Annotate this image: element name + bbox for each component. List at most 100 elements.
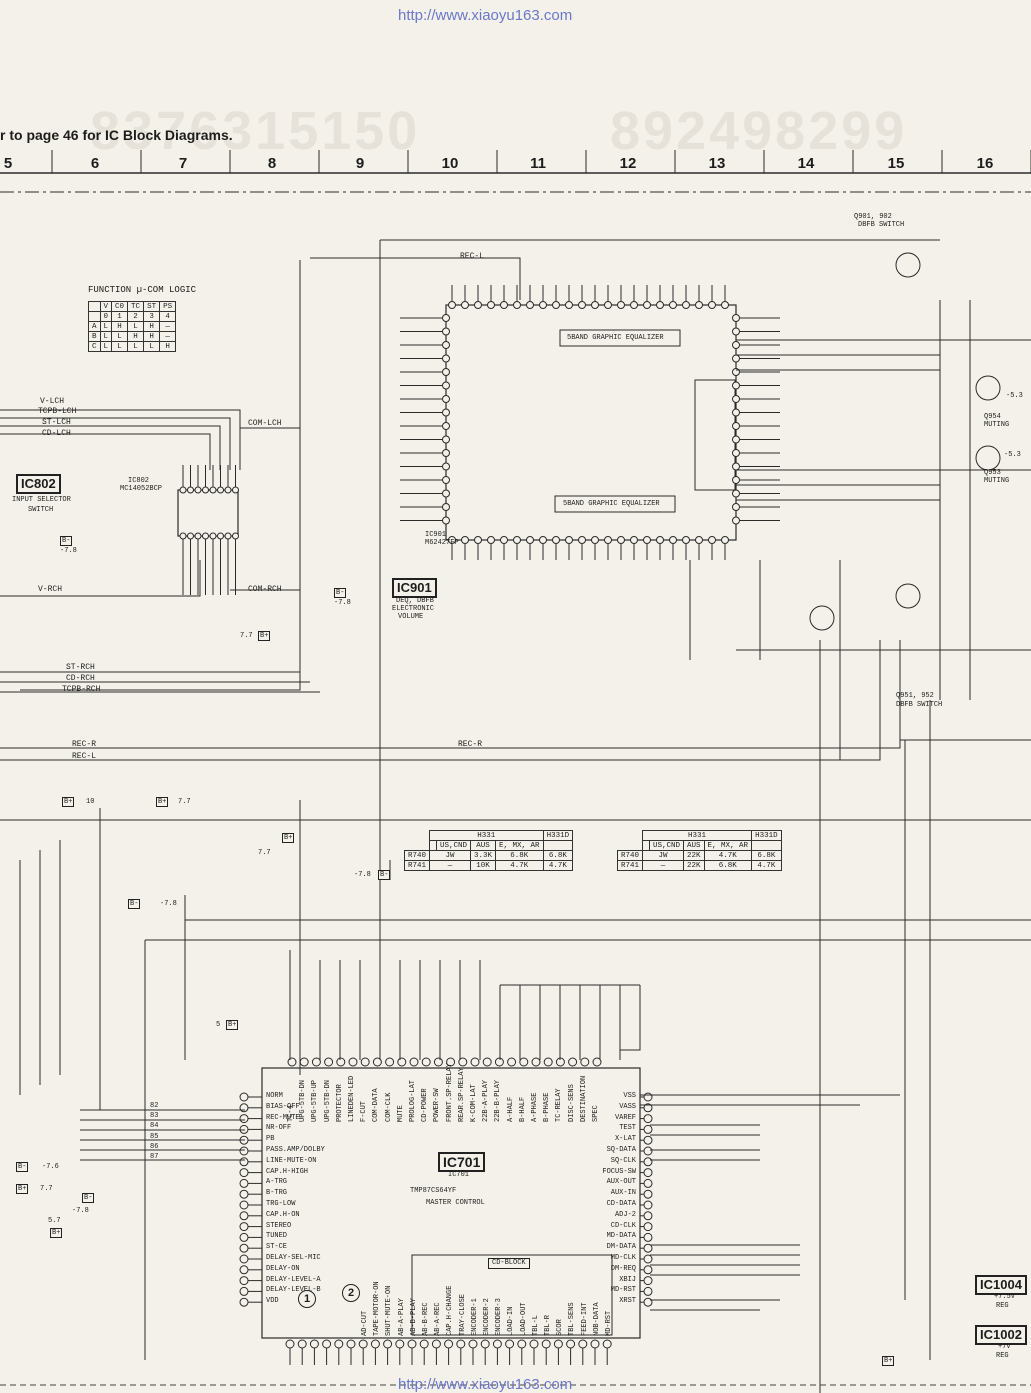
ic-pin	[602, 1339, 612, 1349]
table-cell: V	[99, 301, 113, 312]
voltage-label: -7.6	[42, 1163, 59, 1171]
watermark-url-top[interactable]: http://www.xiaoyu163.com	[398, 7, 573, 24]
ic-pin	[474, 536, 482, 544]
signal-rec-l: REC-L	[460, 252, 485, 261]
q901-desc: DBFB SWITCH	[858, 221, 905, 229]
ic-pin-label: A-HALF	[506, 1096, 515, 1122]
ic-pin	[239, 1297, 249, 1307]
ic-pin	[458, 1057, 468, 1067]
column-number: 13	[708, 155, 726, 172]
ic-pin-label: X-LAT	[614, 1135, 636, 1144]
q951-label: Q951, 952	[896, 692, 934, 700]
ic-pin-label: PROTECTOR	[335, 1084, 344, 1122]
function-logic-table: V C0 TC ST PS 0 1 2 3 4 A L H L H — B L …	[88, 301, 177, 352]
ic-pin-label: AB-A-PLAY	[397, 1298, 406, 1336]
ic-pin-label: VAREF	[614, 1113, 636, 1122]
ic-pin	[409, 1057, 419, 1067]
ic-pin	[348, 1057, 358, 1067]
line-number: 82	[150, 1102, 159, 1110]
ic701-label: IC701	[438, 1152, 486, 1172]
ic-pin	[630, 301, 638, 309]
ic-pin-label: TRG-LOW	[266, 1200, 296, 1208]
ic-pin	[442, 476, 450, 484]
ic-pin-label: NORM	[266, 1092, 283, 1100]
ic-pin-label: BIAS-OFF	[266, 1102, 300, 1111]
ic-pin-label: AD-CUT	[361, 1310, 369, 1336]
ic-pin-label: FOCUS-SW	[602, 1167, 636, 1176]
table-cell: —	[429, 860, 472, 871]
ic-pin	[592, 1057, 602, 1067]
ic-pin	[322, 1339, 332, 1349]
ic-pin	[552, 536, 560, 544]
column-number: 16	[976, 155, 994, 172]
ic-pin	[194, 486, 202, 494]
ic-pin-label: UPG-5TB-DN	[323, 1079, 332, 1122]
ic-pin-label: AUX-IN	[610, 1189, 636, 1198]
ic-pin-label: SPEC	[592, 1105, 600, 1122]
ic-pin-label: LINEDEN-LED	[348, 1075, 356, 1122]
ic-pin	[407, 1339, 417, 1349]
ic-pin-label: ADJ-2	[614, 1210, 636, 1219]
ic-pin-label: AB-B-REC	[422, 1302, 430, 1336]
ic-pin-label: LOAD-OUT	[519, 1302, 528, 1336]
ic-pin	[360, 1057, 370, 1067]
ic-pin-label: NR-OFF	[266, 1124, 292, 1133]
ic-pin	[565, 301, 573, 309]
ic-pin	[732, 476, 740, 484]
b-plus-flag: B+	[226, 1020, 239, 1030]
ic-pin	[442, 381, 450, 390]
table-cell: L	[99, 341, 113, 352]
ic-pin	[669, 536, 677, 544]
table-cell: L	[143, 341, 161, 352]
ic802-desc-1: INPUT SELECTOR	[12, 496, 71, 504]
ic-pin	[456, 1339, 466, 1349]
ic-pin	[500, 536, 508, 544]
ic-pin	[732, 462, 740, 471]
ic-pin-label: MUTE	[396, 1105, 405, 1122]
voltage-label: 7.7	[178, 798, 191, 806]
ic-pin	[519, 1057, 529, 1067]
signal-cd-rch: CD-RCH	[66, 674, 95, 683]
ic-pin	[617, 536, 625, 544]
ic901-desc-2: ELECTRONIC	[392, 605, 435, 613]
ic-pin	[578, 301, 586, 309]
q951-desc: DBFB SWITCH	[896, 701, 943, 709]
ic-pin	[442, 435, 450, 444]
ic-pin-label: XBIJ	[619, 1275, 636, 1284]
ic701-part: IC701	[448, 1171, 470, 1179]
table-cell: H	[143, 321, 161, 332]
ic1002-label: IC1002	[975, 1325, 1027, 1345]
ic-pin	[179, 532, 187, 540]
ic-pin	[421, 1057, 431, 1067]
ic-pin	[239, 1124, 249, 1134]
ic-pin	[239, 1232, 249, 1242]
ic-pin	[630, 536, 638, 544]
ic-pin-label: TEST	[619, 1124, 636, 1133]
signal-cd-lch: CD-LCH	[42, 429, 71, 438]
ic-pin	[442, 422, 450, 430]
ic-pin	[187, 486, 194, 494]
ic-pin	[732, 489, 740, 498]
ic1002-desc-1: +7V	[998, 1343, 1011, 1351]
ic-pin	[732, 503, 740, 511]
ic-pin-label: LOAD-IN	[507, 1306, 516, 1336]
ic-pin	[442, 503, 450, 511]
b-plus-flag: B+	[258, 631, 271, 641]
ic-pin-label: XRST	[619, 1297, 636, 1306]
table-cell	[405, 831, 430, 841]
ic-pin	[239, 1211, 249, 1221]
ic-pin-label: DELAY-ON	[266, 1264, 300, 1273]
ic-pin	[385, 1057, 395, 1067]
ic-pin	[529, 1339, 539, 1349]
table-cell: 2	[127, 311, 145, 322]
signal-rec-r: REC-R	[72, 740, 97, 749]
background-number-2: 892498299	[610, 101, 908, 161]
b-minus-flag: B-	[16, 1162, 29, 1172]
table-cell	[642, 840, 651, 851]
voltage-label: -5.3	[1004, 451, 1021, 459]
watermark-url-bottom[interactable]: http://www.xiaoyu163.com	[398, 1376, 573, 1393]
ic1004-desc-2: REG	[996, 1302, 1009, 1310]
voltage-label: -7.8	[60, 547, 77, 555]
ic-pin-label: REAR.SP-RELAY	[457, 1067, 466, 1122]
